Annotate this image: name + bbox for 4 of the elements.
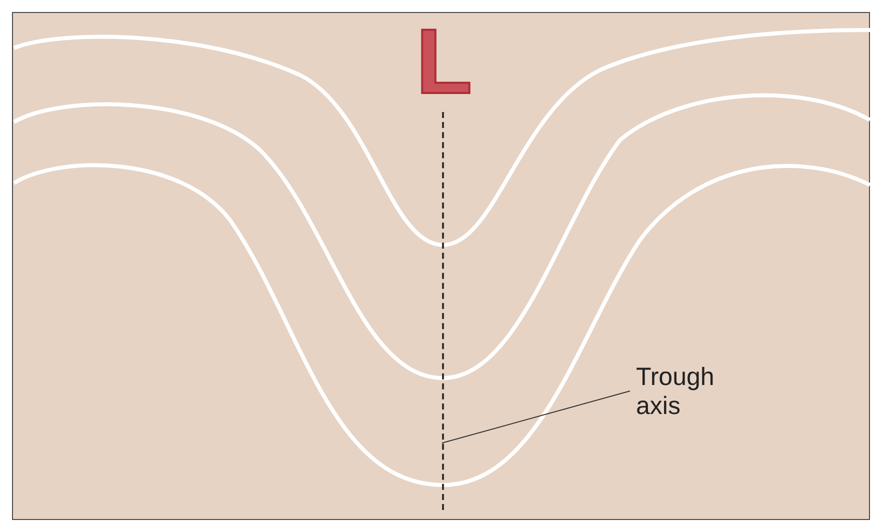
- low-pressure-letter: L: [416, 16, 472, 108]
- trough-axis-line: [442, 112, 444, 510]
- axis-label: Trough axis: [636, 363, 746, 421]
- leader-line: [442, 390, 630, 444]
